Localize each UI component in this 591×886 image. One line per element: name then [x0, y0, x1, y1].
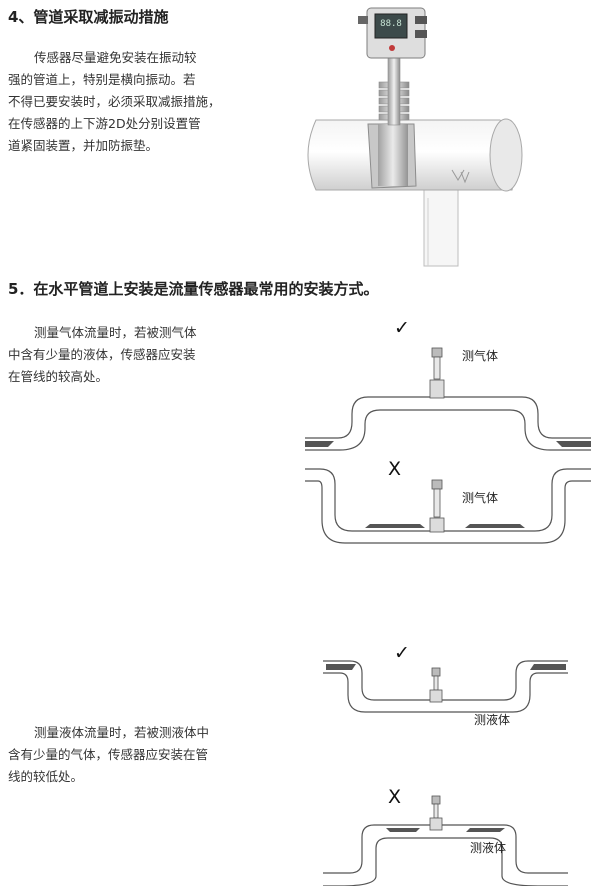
- sensor-icon: [429, 667, 443, 703]
- gas-wrong-diagram: [305, 468, 591, 544]
- paragraph-line: 线的较低处。: [8, 769, 84, 784]
- section-5-heading: 5．在水平管道上安装是流量传感器最常用的安装方式。: [8, 280, 379, 298]
- paragraph-line: 测量液体流量时，若被测液体中: [34, 725, 210, 740]
- section-4-paragraph: 传感器尽量避免安装在振动较 强的管道上，特别是横向振动。若 不得已要安装时，必须…: [8, 47, 221, 157]
- gas-correct-diagram: [305, 396, 591, 451]
- liquid-correct-diagram: [323, 660, 568, 713]
- gas-label: 测气体: [462, 349, 499, 363]
- liquid-measurement-paragraph: 测量液体流量时，若被测液体中 含有少量的气体，传感器应安装在管 线的较低处。: [8, 722, 209, 788]
- section-4-heading: 4、管道采取减振动措施: [8, 8, 169, 26]
- sensor-icon: [429, 795, 443, 831]
- paragraph-line: 中含有少量的液体，传感器应安装: [8, 347, 196, 362]
- paragraph-line: 道紧固装置，并加防振垫。: [8, 138, 159, 153]
- paragraph-line: 不得已要安装时，必须采取减振措施，: [8, 94, 221, 109]
- paragraph-line: 测量气体流量时，若被测气体: [34, 325, 197, 340]
- gas-label: 测气体: [462, 491, 499, 505]
- liquid-label: 测液体: [474, 713, 511, 727]
- paragraph-line: 传感器尽量避免安装在振动较: [34, 50, 197, 65]
- sensor-icon: [429, 347, 445, 399]
- cross-mark-icon: X: [388, 786, 402, 808]
- paragraph-line: 强的管道上，特别是横向振动。若: [8, 72, 196, 87]
- meter-display-value: 88.8: [380, 19, 402, 29]
- liquid-label: 测液体: [470, 841, 507, 855]
- cross-mark-icon: X: [388, 458, 402, 480]
- gas-measurement-paragraph: 测量气体流量时，若被测气体 中含有少量的液体，传感器应安装 在管线的较高处。: [8, 322, 197, 388]
- check-mark-icon: ✓: [394, 317, 410, 339]
- paragraph-line: 含有少量的气体，传感器应安装在管: [8, 747, 209, 762]
- liquid-wrong-diagram: [323, 824, 568, 886]
- paragraph-line: 在管线的较高处。: [8, 369, 109, 384]
- sensor-icon: [429, 479, 445, 533]
- paragraph-line: 在传感器的上下游2D处分别设置管: [8, 116, 201, 131]
- check-mark-icon: ✓: [394, 642, 410, 664]
